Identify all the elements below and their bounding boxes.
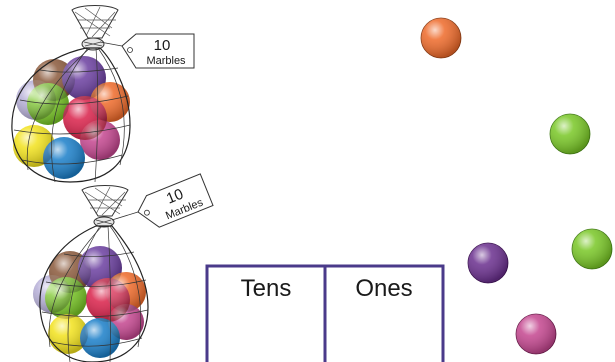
bag-2-netting [41,225,149,362]
bag-2-tag-count: 10 [164,186,186,208]
loose-marble-purple[interactable] [467,242,509,284]
tens-column-header: Tens [241,275,292,302]
ones-column-header: Ones [355,275,412,302]
place-value-chart-frame [205,264,445,362]
bag-1-net [11,47,131,183]
marble-bag-1[interactable]: 10 Marbles [11,5,195,183]
bag-1-tag: 10 Marbles [121,33,195,69]
bag-1-tag-unit: Marbles [146,55,186,67]
loose-marble-green-2[interactable] [571,228,613,270]
bag-2-marbles [33,246,146,358]
bag-2-net [39,225,149,362]
bag-2-tag: 10 Marbles [137,173,214,228]
bag-1-top-tie [71,5,119,39]
place-value-chart: Tens Ones [205,264,445,362]
marble-bag-2[interactable]: 10 Marbles [33,173,214,362]
loose-marble-orange[interactable] [420,17,462,59]
bag-1-tag-count: 10 [154,37,171,54]
loose-marble-green[interactable] [549,113,591,155]
bag-2-top-tie [81,185,129,217]
bag-1-netting [13,47,131,183]
loose-marbles [420,17,613,355]
loose-marble-magenta[interactable] [515,313,557,355]
bag-1-marbles [13,56,130,179]
